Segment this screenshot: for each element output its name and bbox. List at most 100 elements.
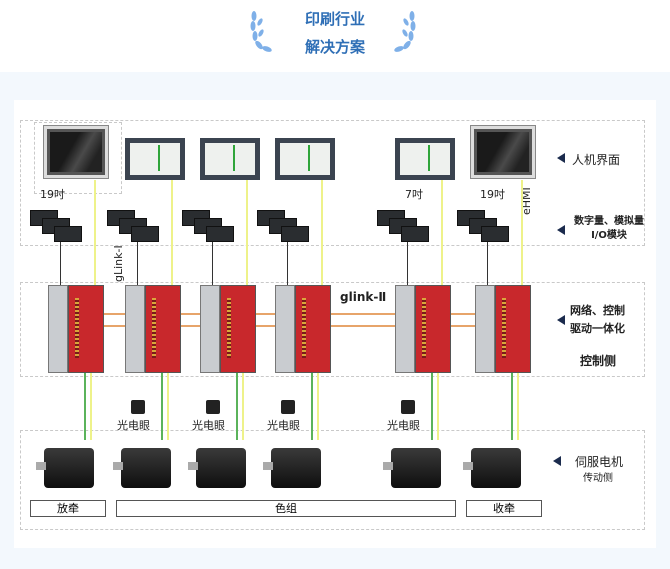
motor-body [44, 448, 94, 488]
hmi-touchscreen [125, 138, 185, 180]
motor-zone [20, 430, 645, 530]
hmi-link-line [171, 180, 173, 290]
servo-motor [463, 442, 523, 488]
side-label-ctrl-2: 驱动一体化 [570, 322, 625, 335]
side-label-motor: 伺服电机 [575, 455, 624, 469]
glink2-label: glink-Ⅱ [340, 290, 387, 304]
drive-front-panel [495, 285, 531, 373]
io-link-line [407, 240, 408, 290]
header: 印刷行业 解决方案 [0, 0, 670, 70]
io-module [206, 226, 234, 242]
motor-link-line [84, 370, 86, 440]
drive-heatsink [275, 285, 295, 373]
motor-shaft [263, 462, 273, 470]
side-label-ctrl-side: 控制侧 [580, 354, 617, 368]
hmi-touchscreen [200, 138, 260, 180]
photo-sensor-icon [131, 400, 145, 414]
io-module [481, 226, 509, 242]
group-unwind: 放牵 [30, 500, 106, 517]
big-hmi-zone [34, 122, 122, 194]
control-zone [20, 282, 645, 377]
motor-link-line [311, 370, 313, 440]
arrow-left-icon [557, 153, 565, 163]
photo-sensor-icon [401, 400, 415, 414]
io-link-line [212, 240, 213, 290]
laurel-left-icon [250, 11, 272, 52]
drive-front-panel [295, 285, 331, 373]
laurel-right-icon [394, 11, 416, 52]
hmi-size-label: 19吋 [480, 188, 505, 201]
motor-body [471, 448, 521, 488]
servo-drive [200, 285, 256, 373]
hmi-screen [130, 143, 180, 175]
hmi-touchscreen-19in [471, 126, 535, 178]
glink1-label: gLink-Ⅰ [112, 245, 125, 282]
side-label-motor-side: 传动侧 [583, 473, 613, 484]
motor-body [121, 448, 171, 488]
hmi-io-zone [20, 120, 645, 246]
motor-link-line [317, 370, 319, 440]
servo-drive [475, 285, 531, 373]
drive-front-panel [220, 285, 256, 373]
servo-motor [36, 442, 96, 488]
drive-heatsink [200, 285, 220, 373]
sensor-label: 光电眼 [192, 419, 225, 432]
hmi-size-label: 7吋 [405, 188, 423, 201]
drive-front-panel [415, 285, 451, 373]
hmi-link-line [321, 180, 323, 290]
arrow-left-icon [553, 456, 561, 466]
motor-body [196, 448, 246, 488]
hmi-link-line [521, 180, 523, 290]
drive-front-panel [68, 285, 104, 373]
hmi-screen [400, 143, 450, 175]
motor-link-line [242, 370, 244, 440]
hmi-link-line [441, 180, 443, 290]
motor-body [271, 448, 321, 488]
io-module [131, 226, 159, 242]
motor-link-line [90, 370, 92, 440]
io-link-line [287, 240, 288, 290]
io-module [54, 226, 82, 242]
servo-drive [275, 285, 331, 373]
hmi-touchscreen-19in [44, 126, 108, 178]
motor-link-line [161, 370, 163, 440]
group-color: 色组 [116, 500, 456, 517]
hmi-link-line [94, 180, 96, 290]
io-module [281, 226, 309, 242]
drive-heatsink [475, 285, 495, 373]
motor-shaft [463, 462, 473, 470]
hmi-size-label: 19吋 [40, 188, 65, 201]
motor-link-line [511, 370, 513, 440]
io-link-line [137, 240, 138, 290]
motor-link-line [437, 370, 439, 440]
side-label-hmi: 人机界面 [572, 153, 621, 167]
drive-front-panel [145, 285, 181, 373]
sensor-label: 光电眼 [267, 419, 300, 432]
motor-link-line [431, 370, 433, 440]
hmi-touchscreen [275, 138, 335, 180]
photo-sensor-icon [206, 400, 220, 414]
motor-link-line [236, 370, 238, 440]
hmi-link-line [246, 180, 248, 290]
io-link-line [60, 240, 61, 290]
motor-shaft [188, 462, 198, 470]
drive-heatsink [395, 285, 415, 373]
arrow-left-icon [557, 315, 565, 325]
photo-sensor-icon [281, 400, 295, 414]
motor-shaft [113, 462, 123, 470]
title-line-2: 解决方案 [304, 38, 365, 56]
hmi-screen [280, 143, 330, 175]
motor-link-line [167, 370, 169, 440]
hmi-touchscreen [395, 138, 455, 180]
servo-motor [113, 442, 173, 488]
arrow-left-icon [557, 225, 565, 235]
servo-motor [383, 442, 443, 488]
side-label-io-2: I/O模块 [591, 230, 627, 241]
title-line-1: 印刷行业 [304, 10, 365, 28]
servo-drive [125, 285, 181, 373]
drive-heatsink [48, 285, 68, 373]
group-rewind: 收牵 [466, 500, 542, 517]
io-module [401, 226, 429, 242]
sensor-label: 光电眼 [117, 419, 150, 432]
motor-link-line [517, 370, 519, 440]
